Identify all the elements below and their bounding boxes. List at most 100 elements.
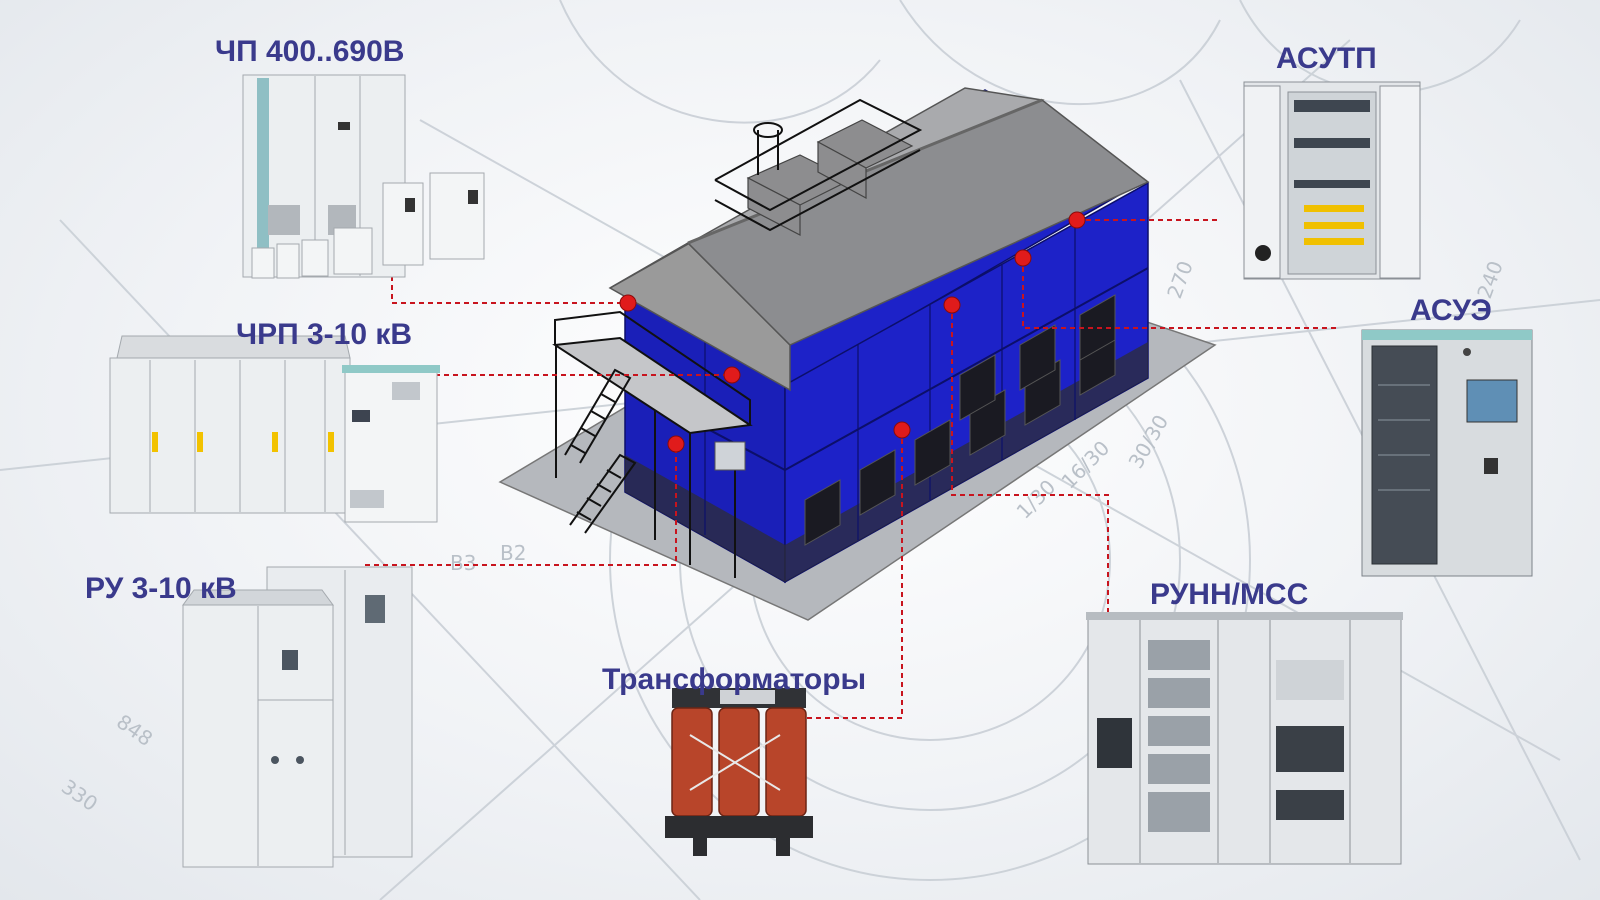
drive-small bbox=[333, 227, 373, 275]
control-button bbox=[1484, 458, 1498, 474]
plc-module-row bbox=[1294, 180, 1370, 188]
building-window bbox=[804, 479, 841, 546]
marker-dot bbox=[667, 435, 685, 453]
switchgear-indicator bbox=[271, 756, 279, 764]
transformer-coil bbox=[718, 707, 760, 817]
marker-dot bbox=[619, 294, 637, 312]
mcc-module-dark bbox=[1276, 790, 1344, 820]
label-process-control: АСУТП bbox=[1276, 42, 1377, 75]
switchboard-body bbox=[1087, 613, 1402, 865]
vfd-body bbox=[109, 357, 351, 514]
cabinet-fan bbox=[1255, 245, 1271, 261]
rooftop-railing bbox=[714, 149, 921, 232]
drive-unit bbox=[382, 182, 424, 266]
drive-display bbox=[405, 198, 415, 212]
connector-fc-lv bbox=[391, 258, 628, 304]
marker-dot bbox=[723, 366, 741, 384]
building-window bbox=[859, 449, 896, 516]
transformer-connector bbox=[689, 734, 781, 791]
marker-dot bbox=[1068, 211, 1086, 229]
floor-line bbox=[784, 267, 1149, 471]
breaker-unit bbox=[1097, 718, 1132, 768]
connector-switchgear-mv bbox=[365, 444, 677, 566]
transformer-coil bbox=[671, 707, 713, 817]
connector-energy-control bbox=[1022, 258, 1338, 329]
door-handle bbox=[272, 432, 278, 452]
blueprint-roll bbox=[899, 0, 1221, 105]
transformer-coil bbox=[765, 707, 807, 817]
switchboard-top bbox=[1086, 612, 1403, 620]
building-window bbox=[1019, 324, 1056, 391]
label-energy-control: АСУЭ bbox=[1410, 294, 1492, 327]
mcc-module bbox=[1276, 660, 1344, 700]
building-window bbox=[914, 419, 951, 486]
bg-mark: B2 bbox=[500, 541, 526, 565]
control-display bbox=[352, 410, 370, 422]
plc-module-row bbox=[1294, 100, 1370, 112]
control-vent bbox=[392, 382, 420, 400]
transformer-wheel bbox=[776, 838, 790, 856]
transformer-equipment bbox=[665, 688, 813, 856]
cabinet-vent bbox=[268, 205, 300, 235]
energy-control-equipment bbox=[1361, 329, 1533, 577]
drive-display bbox=[338, 122, 350, 130]
door-handle bbox=[152, 432, 158, 452]
building-window bbox=[959, 354, 996, 421]
terminal-row bbox=[1304, 222, 1364, 229]
label-fc-lv: ЧП 400..690В bbox=[215, 35, 405, 68]
plc-module-row bbox=[1294, 138, 1370, 148]
drive-display bbox=[468, 190, 478, 204]
control-vent bbox=[350, 490, 384, 508]
connector-transformers bbox=[806, 430, 903, 719]
terminal-row bbox=[1304, 205, 1364, 212]
rooftop-railing bbox=[714, 98, 923, 212]
blueprint-roll bbox=[559, 0, 881, 124]
label-lv-switchboard: РУНН/MCC bbox=[1150, 578, 1309, 611]
drive-small bbox=[251, 247, 275, 279]
switchgear-top bbox=[182, 589, 334, 606]
transformer-base bbox=[665, 816, 813, 838]
process-control-equipment bbox=[1243, 81, 1421, 280]
cabinet-top bbox=[1362, 330, 1532, 340]
marker-dot bbox=[943, 296, 961, 314]
drive-unit bbox=[429, 172, 485, 260]
mcc-module bbox=[1148, 792, 1210, 832]
label-switchgear-mv: РУ 3-10 кВ bbox=[85, 572, 237, 605]
mcc-module-dark bbox=[1276, 726, 1344, 772]
door-handle bbox=[328, 432, 334, 452]
switchgear-mv-equipment bbox=[182, 566, 413, 868]
balcony-railing bbox=[554, 310, 751, 425]
stair-treads bbox=[570, 393, 622, 521]
mcc-module bbox=[1148, 716, 1210, 746]
lv-switchboard-equipment bbox=[1086, 612, 1403, 865]
cabinet-door-open bbox=[1379, 85, 1421, 279]
wall-mounted-box bbox=[714, 441, 746, 471]
control-cabinet-top bbox=[342, 365, 440, 373]
mcc-module bbox=[1148, 640, 1210, 670]
stair-flight bbox=[569, 453, 637, 534]
label-vfd-mv: ЧРП 3-10 кВ bbox=[236, 318, 413, 351]
blueprint-line bbox=[59, 219, 701, 900]
drive-small bbox=[276, 243, 300, 279]
hmi-screen bbox=[1466, 379, 1518, 423]
marker-dot bbox=[1014, 249, 1032, 267]
switchgear-panel bbox=[365, 595, 385, 623]
modular-substation-building bbox=[498, 87, 1217, 621]
rooftop-ac-unit-side bbox=[817, 140, 867, 200]
mcc-module bbox=[1148, 754, 1210, 784]
cabinet-accent-strip bbox=[257, 78, 269, 248]
stair-flight bbox=[564, 368, 632, 464]
door-handle bbox=[197, 432, 203, 452]
connector-lv-switchboard bbox=[951, 305, 1109, 640]
rooftop-ladder-hatch bbox=[753, 122, 783, 138]
fc-lv-equipment bbox=[242, 74, 485, 279]
status-lamp bbox=[1463, 348, 1471, 356]
marker-dot bbox=[893, 421, 911, 439]
drive-small bbox=[301, 239, 329, 277]
bg-mark: B3 bbox=[450, 551, 476, 575]
mcc-module bbox=[1148, 678, 1210, 708]
switchgear-indicator bbox=[296, 756, 304, 764]
vfd-mv-equipment bbox=[109, 335, 440, 523]
transformer-wheel bbox=[693, 838, 707, 856]
